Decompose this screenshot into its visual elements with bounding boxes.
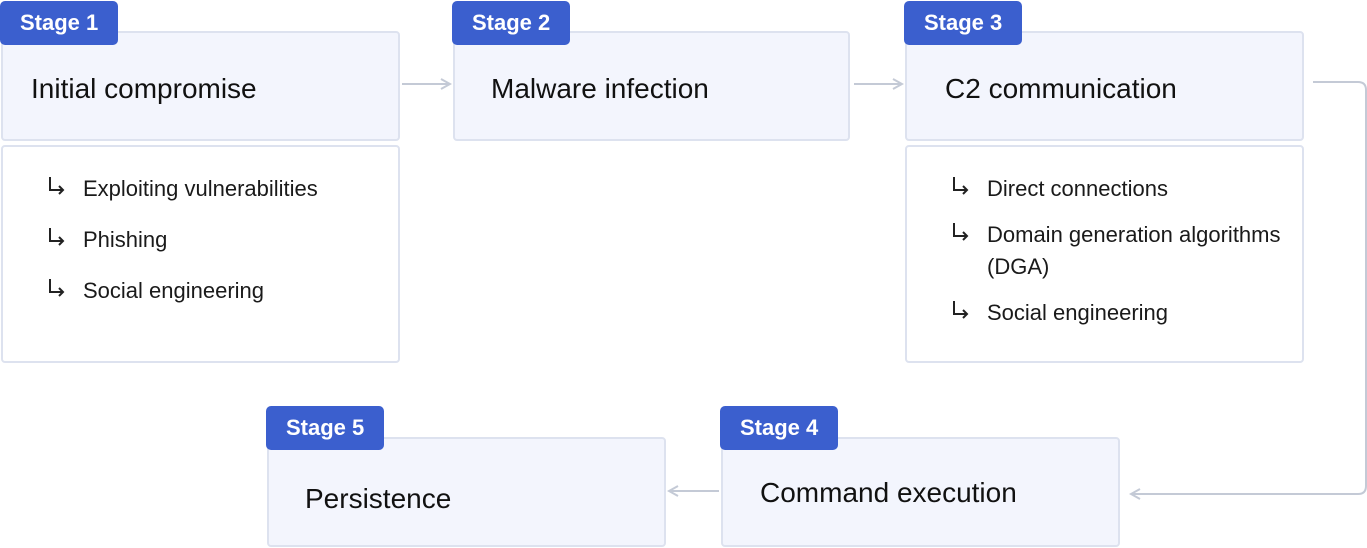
stage-3-title: C2 communication	[945, 73, 1177, 104]
detail-text: Social engineering	[83, 278, 265, 303]
stage-2-card: Malware infection	[453, 31, 850, 141]
stage-3-details: Direct connections Domain generation alg…	[905, 145, 1304, 363]
stage-5-badge: Stage 5	[266, 406, 385, 450]
stage-1-badge: Stage 1	[0, 1, 119, 45]
arrow-stage3-to-stage4	[1131, 81, 1367, 494]
curved-arrow-icon	[49, 279, 65, 297]
stage-3-detail-list: Direct connections Domain generation alg…	[951, 173, 1282, 329]
detail-text: Social engineering	[987, 300, 1169, 325]
detail-item: Direct connections	[951, 173, 1282, 205]
stage-1-card: Initial compromise	[1, 31, 400, 141]
curved-arrow-icon	[953, 223, 969, 241]
stage-1-title: Initial compromise	[31, 73, 257, 104]
curved-arrow-icon	[49, 228, 65, 246]
stage-5-card: Persistence	[267, 437, 666, 547]
stage-3-card: C2 communication	[905, 31, 1304, 141]
curved-arrow-icon	[953, 301, 969, 319]
detail-item: Social engineering	[47, 275, 378, 307]
stage-1-detail-list: Exploiting vulnerabilities Phishing Soci…	[47, 173, 378, 307]
stage-1-details: Exploiting vulnerabilities Phishing Soci…	[1, 145, 400, 363]
curved-arrow-icon	[953, 177, 969, 195]
stage-4-card: Command execution	[721, 437, 1120, 547]
detail-item: Social engineering	[951, 297, 1282, 329]
curved-arrow-icon	[49, 177, 65, 195]
detail-item: Domain generation algorithms (DGA)	[951, 219, 1282, 283]
detail-text: Exploiting vulnerabilities	[83, 176, 318, 201]
detail-item: Phishing	[47, 224, 378, 256]
detail-item: Exploiting vulnerabilities	[47, 173, 378, 205]
stage-4-badge: Stage 4	[720, 406, 839, 450]
detail-text: Domain generation algorithms (DGA)	[987, 222, 1281, 279]
stage-4-title: Command execution	[760, 477, 1017, 508]
stage-5-title: Persistence	[305, 483, 452, 514]
stage-2-title: Malware infection	[491, 73, 709, 104]
stage-2-badge: Stage 2	[452, 1, 571, 45]
detail-text: Phishing	[83, 227, 168, 252]
detail-text: Direct connections	[987, 176, 1168, 201]
stage-3-badge: Stage 3	[904, 1, 1023, 45]
